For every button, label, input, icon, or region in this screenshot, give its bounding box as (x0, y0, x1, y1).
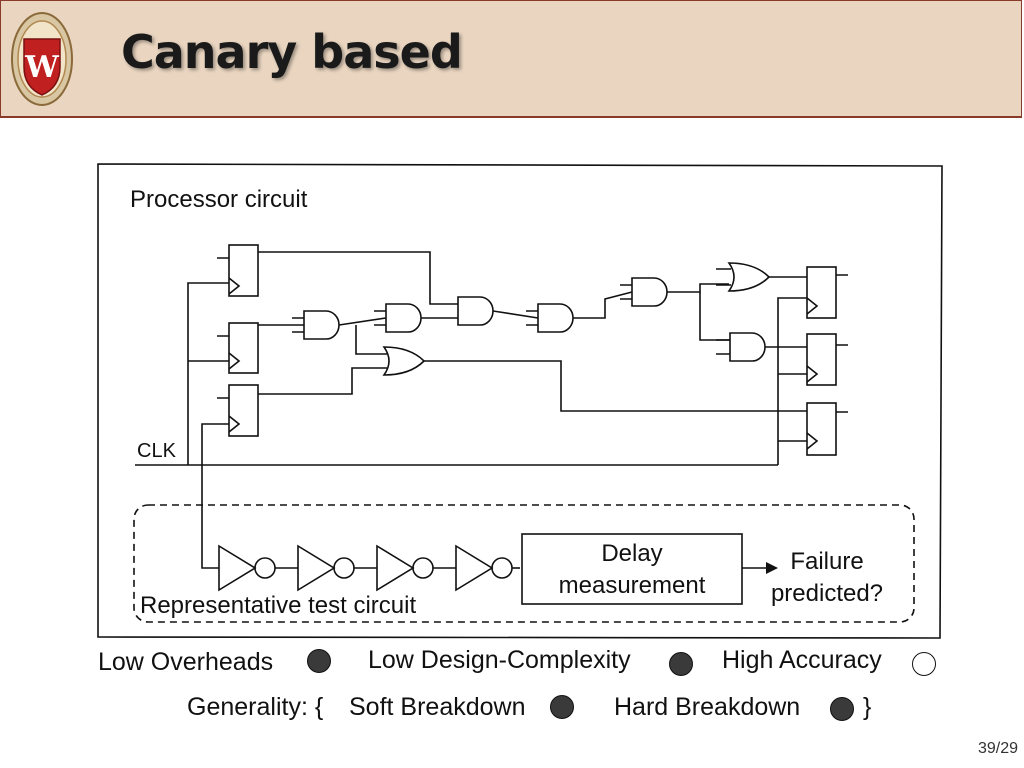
flip-flop-2 (228, 322, 259, 374)
and-gate-4 (537, 303, 574, 333)
soft-breakdown-label: Soft Breakdown (349, 693, 526, 721)
clk-label: CLK (137, 440, 177, 462)
slide-title: Canary based (121, 25, 463, 79)
delay-measurement-box (521, 533, 743, 605)
and-gate-1 (303, 310, 340, 340)
and-gate-6 (729, 332, 766, 362)
low-overheads-label: Low Overheads (98, 648, 274, 676)
and-gate-3 (457, 296, 494, 326)
delay-label-line1: Delay (601, 540, 662, 567)
and-gate-2 (385, 303, 422, 333)
hard-breakdown-label: Hard Breakdown (614, 693, 801, 721)
slide-header: W Canary based (0, 0, 1022, 118)
flip-flop-4 (806, 266, 837, 319)
high-accuracy-label: High Accuracy (722, 646, 882, 674)
generality-suffix: } (863, 693, 872, 721)
processor-box (97, 163, 943, 639)
and-gate-5 (631, 277, 668, 307)
low-overheads-status-dot (307, 649, 331, 673)
or-gate-1 (382, 346, 426, 376)
delay-label-line2: measurement (559, 572, 706, 599)
flip-flop-5 (806, 333, 837, 386)
processor-circuit-label: Processor circuit (130, 186, 308, 213)
failure-arrow (766, 562, 778, 574)
failure-label-line2: predicted? (771, 580, 883, 607)
page-number: 39/29 (977, 740, 1018, 757)
test-circuit-box (133, 504, 915, 623)
inverter-1 (218, 544, 257, 592)
flip-flop-6 (806, 402, 837, 456)
inverter-3 (376, 544, 415, 592)
or-gate-2 (727, 262, 771, 292)
low-design-complexity-label: Low Design-Complexity (368, 646, 631, 674)
university-crest-logo: W (11, 12, 73, 106)
flip-flop-3 (228, 384, 259, 437)
test-circuit-label: Representative test circuit (140, 592, 416, 619)
svg-text:W: W (24, 50, 60, 85)
high-accuracy-status-dot (912, 652, 936, 676)
inverter-2 (297, 544, 336, 592)
failure-label-line1: Failure (790, 548, 863, 575)
flip-flop-1 (228, 244, 259, 297)
soft-breakdown-status-dot (550, 695, 574, 719)
hard-breakdown-status-dot (830, 697, 854, 721)
low-design-complexity-status-dot (669, 652, 693, 676)
inverter-4 (455, 544, 494, 592)
generality-prefix: Generality: { (187, 693, 324, 721)
